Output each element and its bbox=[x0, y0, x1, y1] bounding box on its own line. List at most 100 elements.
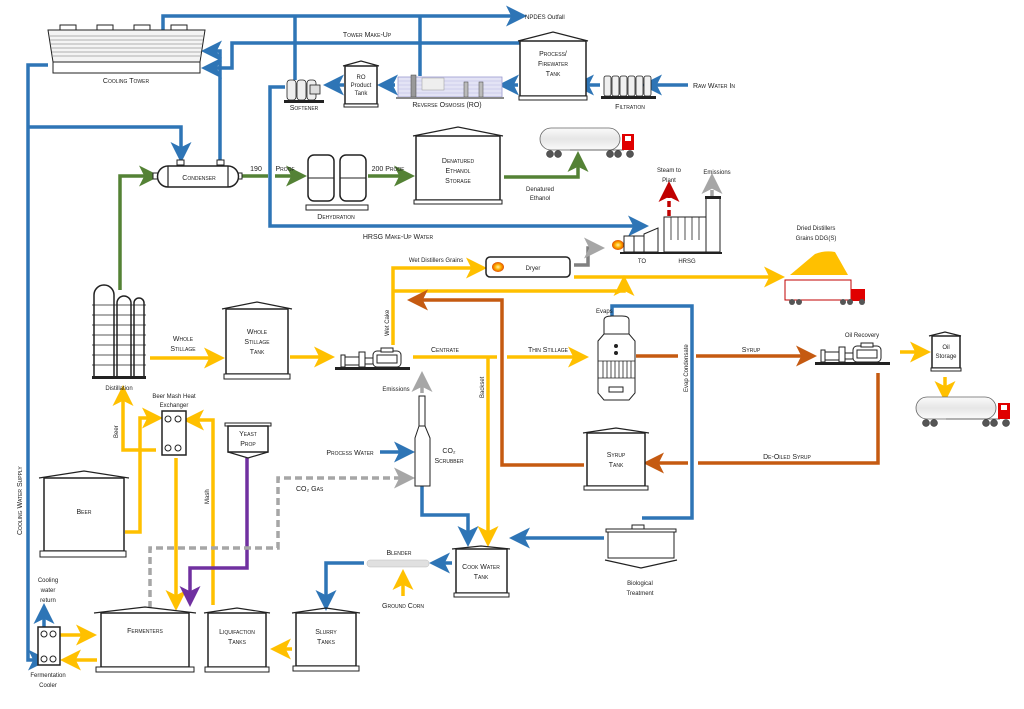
softener[interactable] bbox=[284, 79, 324, 103]
oil-recovery-label: Oil Recovery bbox=[845, 333, 879, 339]
raw-water-in-label: Raw Water In bbox=[693, 83, 735, 90]
ddgs-trailer-truck bbox=[784, 279, 865, 305]
liq-label-2: Tanks bbox=[228, 639, 247, 646]
ro-label-1: RO bbox=[357, 75, 366, 81]
blender[interactable] bbox=[366, 559, 430, 568]
condenser[interactable] bbox=[152, 159, 243, 188]
steam-label-1: Steam to bbox=[657, 168, 682, 174]
liq-label-1: Liquifaction bbox=[219, 629, 255, 636]
cook-water-tank[interactable] bbox=[451, 545, 511, 598]
evaporator[interactable] bbox=[597, 315, 636, 401]
mash-label: Mash bbox=[205, 489, 211, 504]
hrsg-makeup-label: HRSG Make-Up Water bbox=[363, 234, 434, 241]
oil-tanker-truck bbox=[915, 396, 1011, 427]
des-label-3: Storage bbox=[445, 178, 471, 185]
bmhx-label-2: Exchanger bbox=[160, 403, 189, 409]
cwr-label-3: return bbox=[40, 598, 56, 604]
proof-200-label: 200 Proof bbox=[372, 166, 405, 173]
cwr-label-1: Cooling bbox=[38, 578, 58, 584]
yeast-line bbox=[179, 458, 249, 607]
condenser-supply-line bbox=[28, 125, 192, 163]
wet-cake-label: Wet Cake bbox=[385, 309, 391, 336]
syrup-to-ddgs-line bbox=[407, 289, 584, 467]
ground-corn-label: Ground Corn bbox=[382, 603, 424, 610]
ethanol-tanker-truck bbox=[539, 127, 635, 158]
ddgs-label-2: Grains DDG(S) bbox=[796, 236, 837, 242]
co2-scrubber[interactable] bbox=[414, 395, 431, 487]
wst-label-1: Whole bbox=[247, 329, 268, 336]
yeast-label-1: Yeast bbox=[239, 431, 257, 438]
dehydration-unit[interactable] bbox=[305, 154, 369, 211]
syrup-lines bbox=[407, 289, 880, 474]
slurry-tanks[interactable] bbox=[291, 607, 361, 672]
water-lines bbox=[26, 5, 694, 671]
proof-190-label: 190 bbox=[250, 166, 262, 173]
hrsg-makeup-line bbox=[268, 85, 649, 237]
ethanol-lines bbox=[118, 151, 589, 290]
denatured-ethanol-storage-tank[interactable] bbox=[412, 126, 504, 205]
ddgs-pile bbox=[790, 251, 848, 275]
ro-label-3: Tank bbox=[355, 91, 369, 97]
beer-tank-label: Beer bbox=[77, 509, 92, 516]
distillation-to-condenser-line bbox=[118, 165, 160, 290]
beer-stream-label: Beer bbox=[114, 425, 120, 438]
beer-to-hx-line bbox=[125, 407, 163, 534]
evap-condensate-line bbox=[610, 304, 694, 520]
de-label-1: Denatured bbox=[526, 187, 554, 193]
backset-label: Backset bbox=[480, 376, 486, 398]
ro-product-tank[interactable] bbox=[342, 60, 380, 108]
filtration-unit[interactable] bbox=[601, 75, 656, 99]
wet-cake-line bbox=[391, 257, 487, 345]
cook-water-label-1: Cook Water bbox=[462, 564, 500, 571]
syrup-tank[interactable] bbox=[582, 427, 650, 491]
fermentation-cooler[interactable] bbox=[37, 626, 61, 666]
evap-condensate-label: Evap Condensate bbox=[684, 344, 690, 392]
wst-label-2: Stillage bbox=[244, 339, 270, 346]
beer-tank[interactable] bbox=[38, 470, 130, 558]
softener-label: Softener bbox=[290, 105, 319, 112]
dryer-label: Dryer bbox=[526, 266, 541, 272]
thermal-oxidizer-hrsg[interactable] bbox=[612, 196, 722, 254]
pf-label-2: Firewater bbox=[538, 61, 568, 68]
centrifuge[interactable] bbox=[334, 347, 411, 371]
yeast-prop-tank[interactable] bbox=[224, 422, 272, 459]
stillage-lines bbox=[60, 257, 956, 671]
process-firewater-tank[interactable] bbox=[517, 31, 589, 101]
reverse-osmosis-unit[interactable] bbox=[396, 74, 504, 99]
beer-mash-heat-exchanger[interactable] bbox=[161, 410, 187, 456]
centrate-label: Centrate bbox=[431, 347, 460, 354]
des-label-1: Denatured bbox=[442, 158, 475, 165]
condenser-return-line bbox=[201, 40, 222, 162]
yeast-label-2: Prop bbox=[240, 441, 256, 448]
distillation-columns[interactable] bbox=[92, 284, 146, 379]
reverse-osmosis-label: Reverse Osmosis (RO) bbox=[412, 102, 481, 109]
hrsg-emissions-label: Emissions bbox=[703, 170, 730, 176]
cooling-tower-label: Cooling Tower bbox=[103, 78, 150, 85]
dryer-exhaust-line bbox=[574, 237, 605, 267]
oil-recovery-centrifuge[interactable] bbox=[814, 342, 891, 366]
filtration-label: Filtration bbox=[615, 104, 645, 111]
cooling-tower[interactable] bbox=[47, 24, 206, 74]
hrsg-label: HRSG bbox=[678, 259, 696, 265]
bio-label-1: Biological bbox=[627, 581, 653, 587]
syrup-tank-label-2: Tank bbox=[609, 462, 624, 469]
syrup-tank-label-1: Syrup bbox=[607, 452, 626, 459]
dryer-flame-icon bbox=[492, 262, 504, 272]
mash-line bbox=[183, 409, 215, 605]
tower-makeup-label: Tower Make-Up bbox=[343, 32, 392, 39]
liquifaction-tanks[interactable] bbox=[203, 607, 271, 673]
oil-storage-tank[interactable] bbox=[928, 331, 962, 372]
wst-label-3: Tank bbox=[250, 349, 265, 356]
biological-treatment-unit[interactable] bbox=[604, 524, 678, 569]
gas-lines bbox=[148, 173, 723, 608]
fermenters-tank[interactable] bbox=[93, 606, 197, 673]
blender-to-slurry-line bbox=[315, 561, 364, 611]
whole-stillage-tank[interactable] bbox=[221, 301, 293, 380]
blender-label: Blender bbox=[387, 550, 412, 557]
co2-gas-label: CO₂ Gas bbox=[296, 486, 324, 493]
wet-distillers-grains-label: Wet Distillers Grains bbox=[409, 258, 463, 264]
syrup-stream-label: Syrup bbox=[742, 347, 761, 354]
dryer[interactable] bbox=[485, 256, 571, 278]
thin-stillage-label: Thin Stillage bbox=[528, 347, 569, 354]
